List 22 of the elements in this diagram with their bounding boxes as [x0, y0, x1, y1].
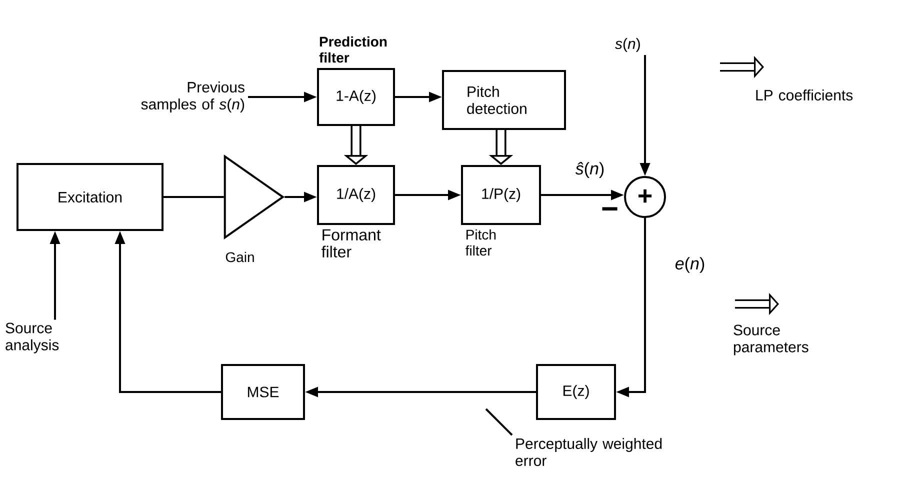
text-label: Perceptually weighted error [516, 438, 662, 466]
signal-label: s(n) [615, 38, 640, 52]
filter-box: 1/A(z) Formant filter [317, 165, 395, 258]
edge-label: ŝ(n) [574, 161, 606, 179]
node-label: Pitch filter [466, 229, 496, 256]
edge-label: e(n) [674, 256, 706, 274]
process-box: MSE [221, 364, 305, 420]
node-label: Formant filter [322, 229, 381, 258]
node-label: Gain [226, 252, 254, 262]
process-box: Excitation [16, 163, 164, 231]
leader-line [485, 408, 513, 436]
filter-box: E(z) [536, 364, 616, 420]
filter-box: 1/P(z) Pitch filter [461, 165, 541, 256]
minus-sign: − [602, 207, 618, 210]
line [164, 196, 224, 198]
process-box: Pitch detection [442, 70, 566, 130]
node-label: Prediction filter [319, 36, 387, 63]
text-label: Source parameters [734, 324, 808, 356]
text-label: LP coefficients [756, 90, 853, 100]
filter-box: Prediction filter 1-A(z) [317, 36, 395, 126]
text-label: Source analysis [6, 322, 59, 354]
input-label: Previous samples of s(n) [141, 82, 244, 112]
